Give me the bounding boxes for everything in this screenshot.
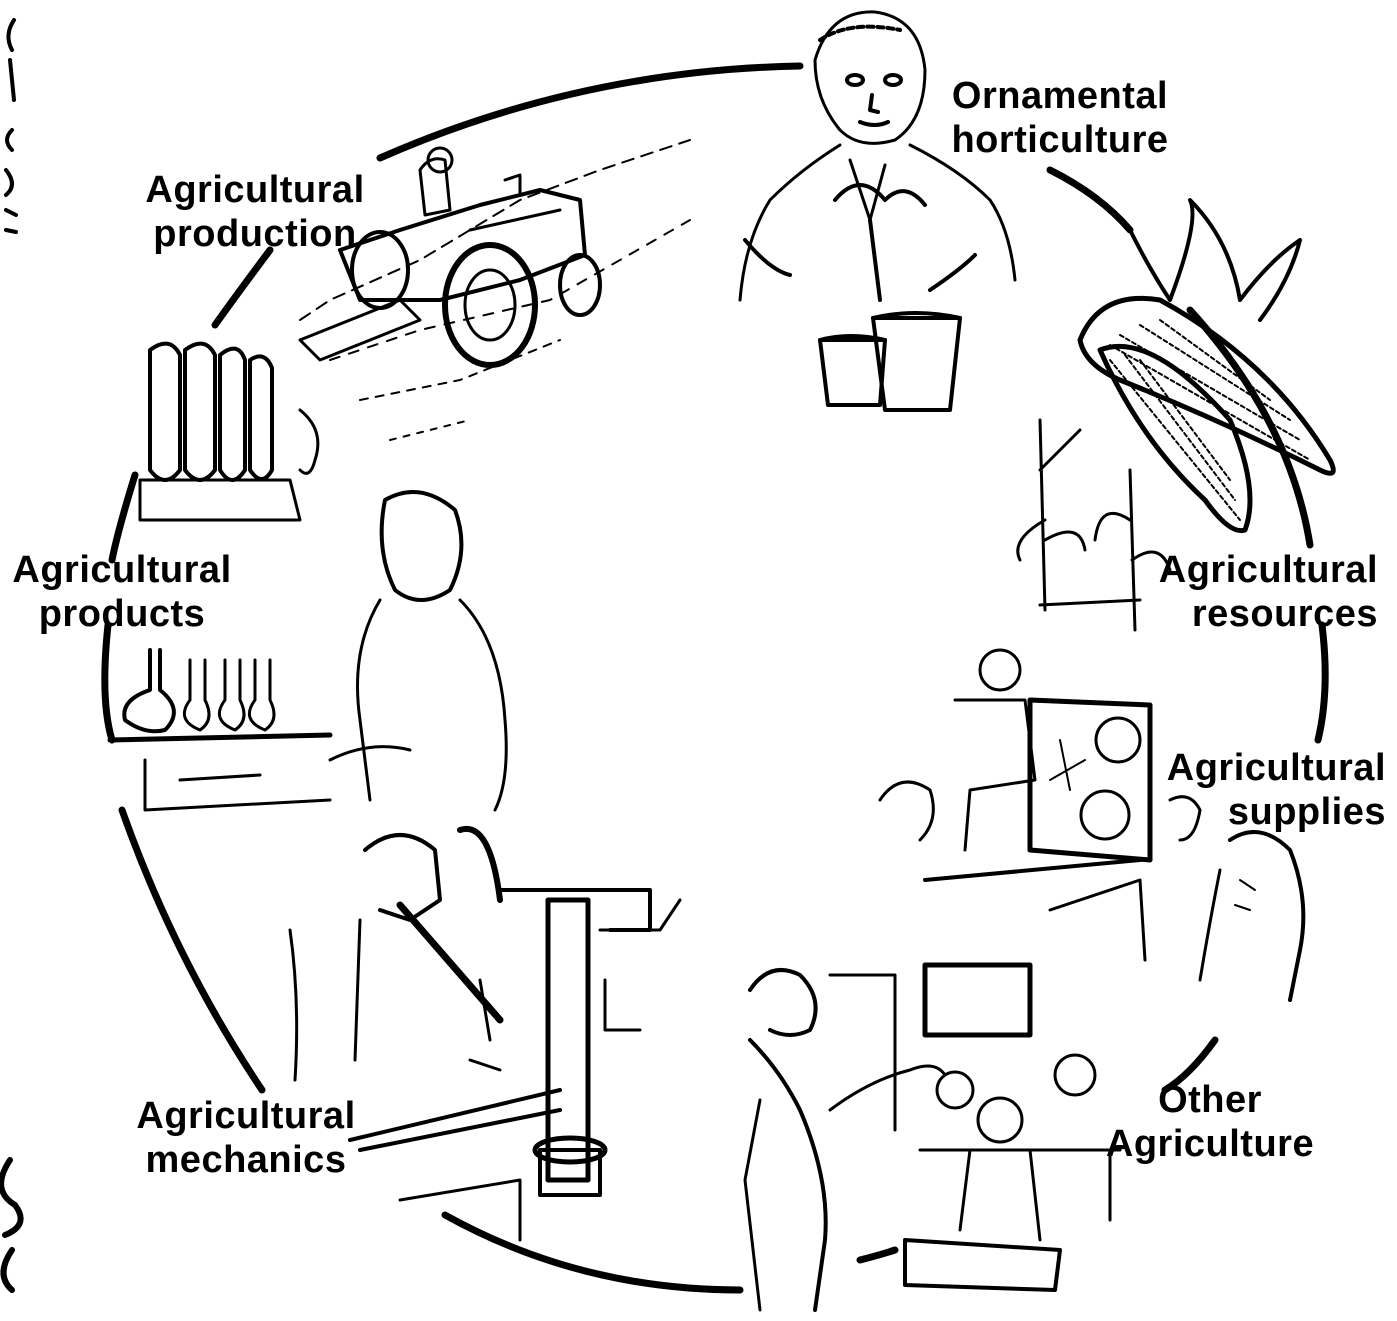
label-supplies-line1: Agricultural bbox=[1140, 746, 1386, 790]
label-production-line1: Agricultural bbox=[130, 168, 380, 212]
ring-arc-top-left bbox=[380, 66, 800, 158]
label-products-line1: Agricultural bbox=[2, 548, 242, 592]
label-agricultural-products: Agricultural products bbox=[2, 548, 242, 636]
salesman-presenting-chart bbox=[880, 650, 1150, 960]
ring-arc-top-right bbox=[1050, 170, 1130, 230]
ring-arc-right bbox=[1318, 625, 1325, 740]
label-agricultural-supplies: Agricultural supplies bbox=[1140, 746, 1386, 834]
woman-holding-potted-plants bbox=[740, 12, 1015, 410]
label-supplies-line2: supplies bbox=[1140, 790, 1386, 834]
label-resources-line2: resources bbox=[1138, 592, 1378, 636]
ring-arc-bottom-right bbox=[860, 1250, 895, 1260]
margin-marks bbox=[1, 20, 21, 1290]
label-agricultural-mechanics: Agricultural mechanics bbox=[126, 1094, 366, 1182]
label-other-line1: Other bbox=[1100, 1078, 1320, 1122]
ring-arc-left-middle bbox=[105, 625, 112, 740]
label-agricultural-production: Agricultural production bbox=[130, 168, 380, 256]
label-other-agriculture: Other Agriculture bbox=[1100, 1078, 1320, 1166]
label-production-line2: production bbox=[130, 212, 380, 256]
label-agricultural-resources: Agricultural resources bbox=[1138, 548, 1378, 636]
label-mechanics-line2: mechanics bbox=[126, 1138, 366, 1182]
ring-arc-bottom bbox=[445, 1215, 740, 1290]
label-products-line2: products bbox=[2, 592, 242, 636]
label-ornamental-horticulture: Ornamental horticulture bbox=[930, 74, 1190, 162]
label-mechanics-line1: Agricultural bbox=[126, 1094, 366, 1138]
teacher-with-students-in-classroom bbox=[745, 965, 1120, 1310]
label-resources-line1: Agricultural bbox=[1138, 548, 1378, 592]
label-ornamental-line2: horticulture bbox=[930, 118, 1190, 162]
ring-arc-left-upper bbox=[215, 250, 270, 325]
ring-arc-left-lower bbox=[122, 810, 262, 1090]
label-other-line2: Agriculture bbox=[1100, 1122, 1320, 1166]
label-ornamental-line1: Ornamental bbox=[930, 74, 1190, 118]
